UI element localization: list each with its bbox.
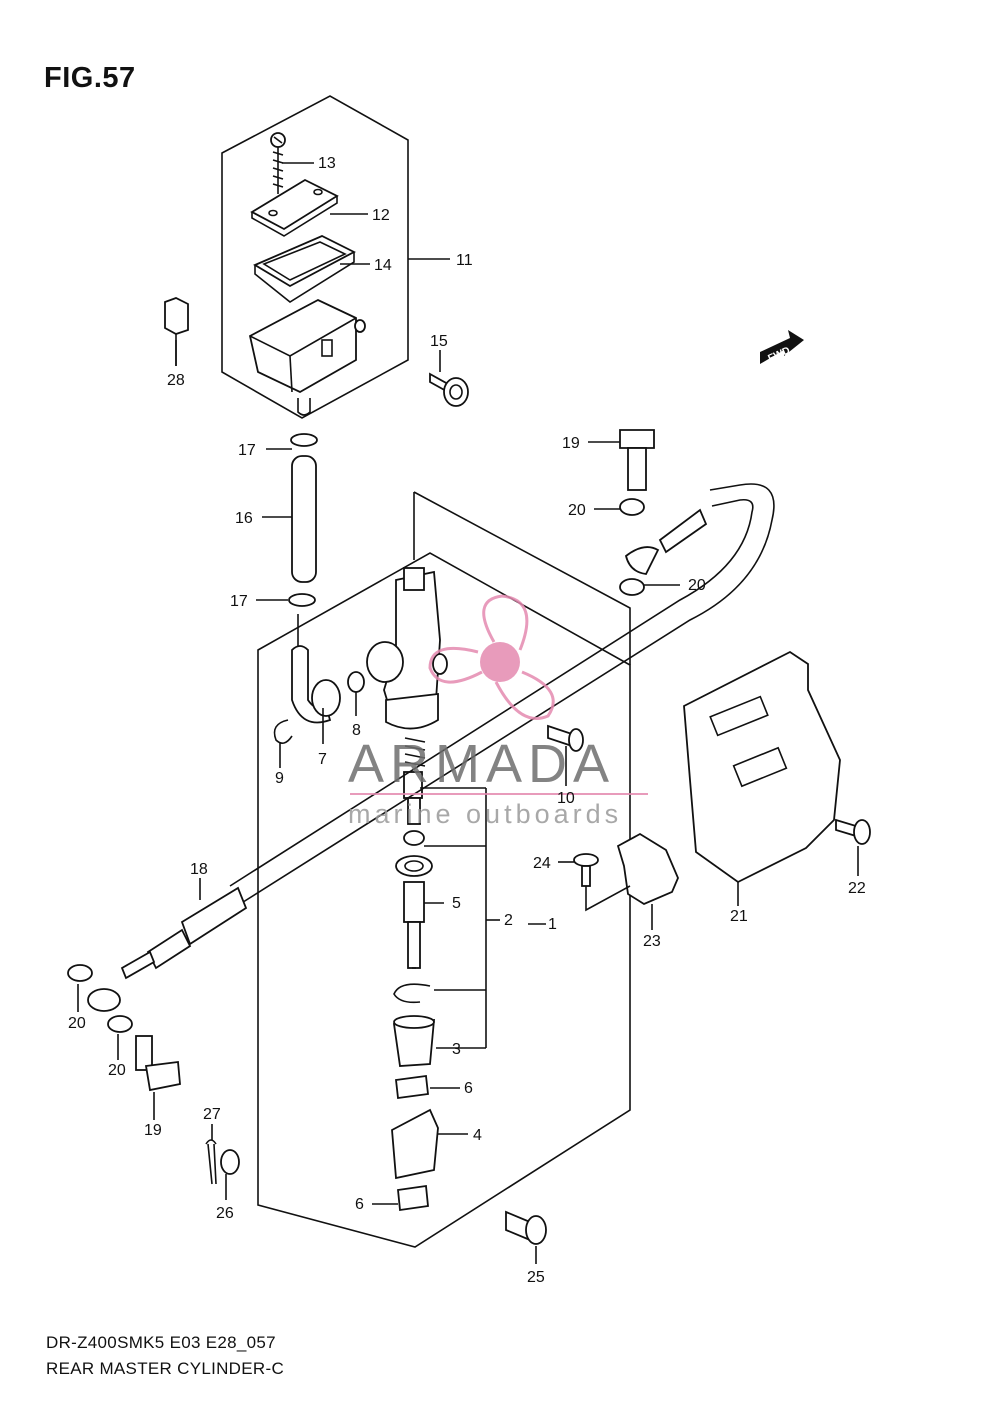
washer-20a-icon (619, 498, 645, 516)
oring-8-icon (347, 671, 365, 693)
part-28-icon (164, 297, 189, 366)
callout-17a: 17 (238, 442, 256, 459)
diaphragm-14-icon (253, 235, 356, 303)
callout-19a: 19 (562, 435, 580, 452)
bolt-15-icon (429, 350, 469, 407)
callout-6a: 6 (464, 1080, 473, 1097)
callout-1: 1 (548, 916, 557, 933)
callout-14: 14 (374, 257, 392, 274)
callout-26: 26 (216, 1205, 234, 1222)
callout-22: 22 (848, 880, 866, 897)
brake-hose-18-icon (87, 483, 775, 1012)
figure-title: FIG.57 (44, 62, 136, 94)
washer-20c-icon (67, 964, 93, 982)
callout-23: 23 (643, 933, 661, 950)
callout-20d: 20 (108, 1062, 126, 1079)
watermark-tagline: marine outboards (348, 799, 622, 829)
footer-model-code: DR-Z400SMK5 E03 E28_057 (46, 1333, 276, 1352)
callout-9: 9 (275, 770, 284, 787)
callout-20c: 20 (68, 1015, 86, 1032)
bolt-10-icon (547, 724, 584, 752)
washer-26-icon (220, 1149, 240, 1175)
bolt-19a-icon (619, 429, 655, 491)
callout-7: 7 (318, 751, 327, 768)
piston-stack-icon (391, 737, 439, 1212)
clamp-23-icon (616, 832, 679, 906)
propeller-logo-icon (428, 594, 555, 720)
cotter-27-icon (205, 1139, 217, 1185)
callout-11: 11 (456, 252, 473, 269)
callout-20a: 20 (568, 502, 586, 519)
callout-12: 12 (372, 207, 390, 224)
callout-17b: 17 (230, 593, 248, 610)
callout-20b: 20 (688, 577, 706, 594)
callout-4: 4 (473, 1127, 482, 1144)
bolt-22-icon (835, 818, 871, 845)
callout-28: 28 (167, 372, 185, 389)
pin-25-icon (505, 1210, 547, 1245)
watermark: ARMADA marine outboards (348, 594, 648, 829)
watermark-brand: ARMADA (348, 734, 615, 794)
cylinder-body-icon (366, 567, 448, 730)
reservoir-body-icon (248, 298, 366, 416)
callout-10: 10 (557, 790, 575, 807)
callout-24: 24 (533, 855, 551, 872)
washer-20b-icon (619, 578, 645, 596)
callout-6b: 6 (355, 1196, 364, 1213)
cylinder-group-frame (257, 552, 631, 1248)
callout-13: 13 (318, 155, 336, 172)
callout-19b: 19 (144, 1122, 162, 1139)
reservoir-group-frame (221, 95, 409, 419)
callout-18: 18 (190, 861, 208, 878)
callout-2: 2 (504, 912, 513, 929)
callout-21: 21 (730, 908, 748, 925)
callout-25: 25 (527, 1269, 545, 1286)
forward-arrow-icon: FWD (760, 330, 804, 364)
leader-lines (77, 162, 859, 1264)
callout-5: 5 (452, 895, 461, 912)
guard-21-icon (683, 650, 841, 884)
callout-labels: 1 2 3 4 5 6 6 7 8 9 10 11 12 13 14 15 16… (68, 155, 866, 1286)
callout-15: 15 (430, 333, 448, 350)
cap-12-icon (250, 178, 339, 237)
screw-13-icon (270, 132, 286, 194)
washer-20d-icon (107, 1015, 133, 1033)
callout-8: 8 (352, 722, 361, 739)
circlip-9-icon (273, 719, 293, 744)
callout-27: 27 (203, 1106, 221, 1123)
callout-16: 16 (235, 510, 253, 527)
callout-3: 3 (452, 1041, 461, 1058)
footer-diagram-name: REAR MASTER CYLINDER-C (46, 1359, 285, 1378)
bolt-19b-icon (135, 1035, 181, 1092)
screw-24-icon (573, 853, 599, 887)
hose-16-icon (288, 433, 341, 724)
